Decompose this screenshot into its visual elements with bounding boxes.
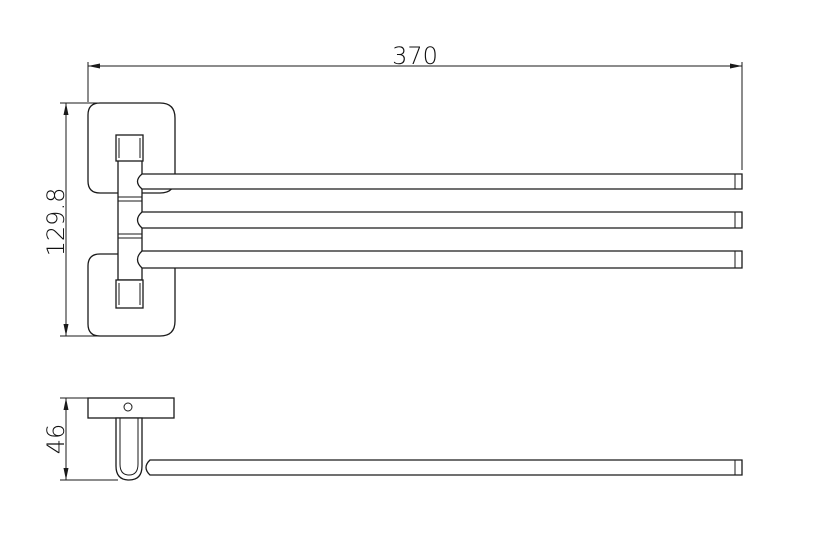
bottom-pivot-cap — [115, 279, 144, 309]
top-pivot-cap — [115, 134, 144, 162]
side-pivot-hub — [115, 417, 143, 481]
towel-arm-3 — [136, 250, 743, 269]
depth-label: 46 — [42, 424, 70, 455]
front-view — [87, 102, 743, 337]
mount-hole — [123, 402, 133, 412]
side-towel-arm — [145, 459, 743, 476]
height-label: 129.8 — [42, 188, 70, 257]
upper-wall-plate — [87, 102, 176, 194]
width-label: 370 — [392, 42, 438, 70]
towel-arm-1 — [136, 173, 743, 190]
width-dimension: 370 — [87, 42, 743, 170]
side-view — [87, 397, 743, 481]
side-mount-bar — [87, 397, 175, 419]
towel-arm-2 — [136, 211, 743, 229]
depth-dimension: 46 — [42, 397, 118, 481]
height-dimension: 129.8 — [42, 102, 102, 337]
